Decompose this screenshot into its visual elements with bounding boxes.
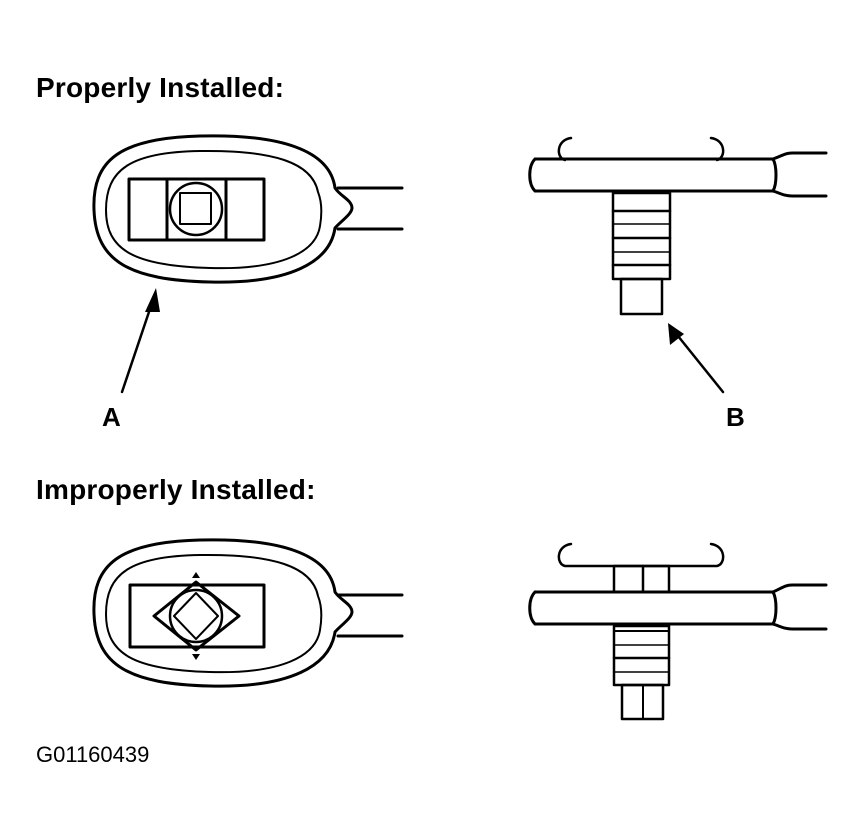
callout-arrow-a [120, 288, 160, 394]
figure-code: G01160439 [36, 742, 150, 767]
ratchet-side-view-proper [528, 136, 828, 316]
callout-label-a: A [102, 402, 121, 432]
improperly-installed-heading: Improperly Installed: [36, 474, 316, 505]
ratchet-side-view-improper [528, 542, 828, 721]
properly-installed-heading: Properly Installed: [36, 72, 285, 103]
ratchet-top-view-proper [92, 134, 404, 284]
ratchet-top-view-improper [92, 538, 404, 688]
callout-arrow-b [668, 323, 725, 394]
callout-label-b: B [726, 402, 745, 432]
